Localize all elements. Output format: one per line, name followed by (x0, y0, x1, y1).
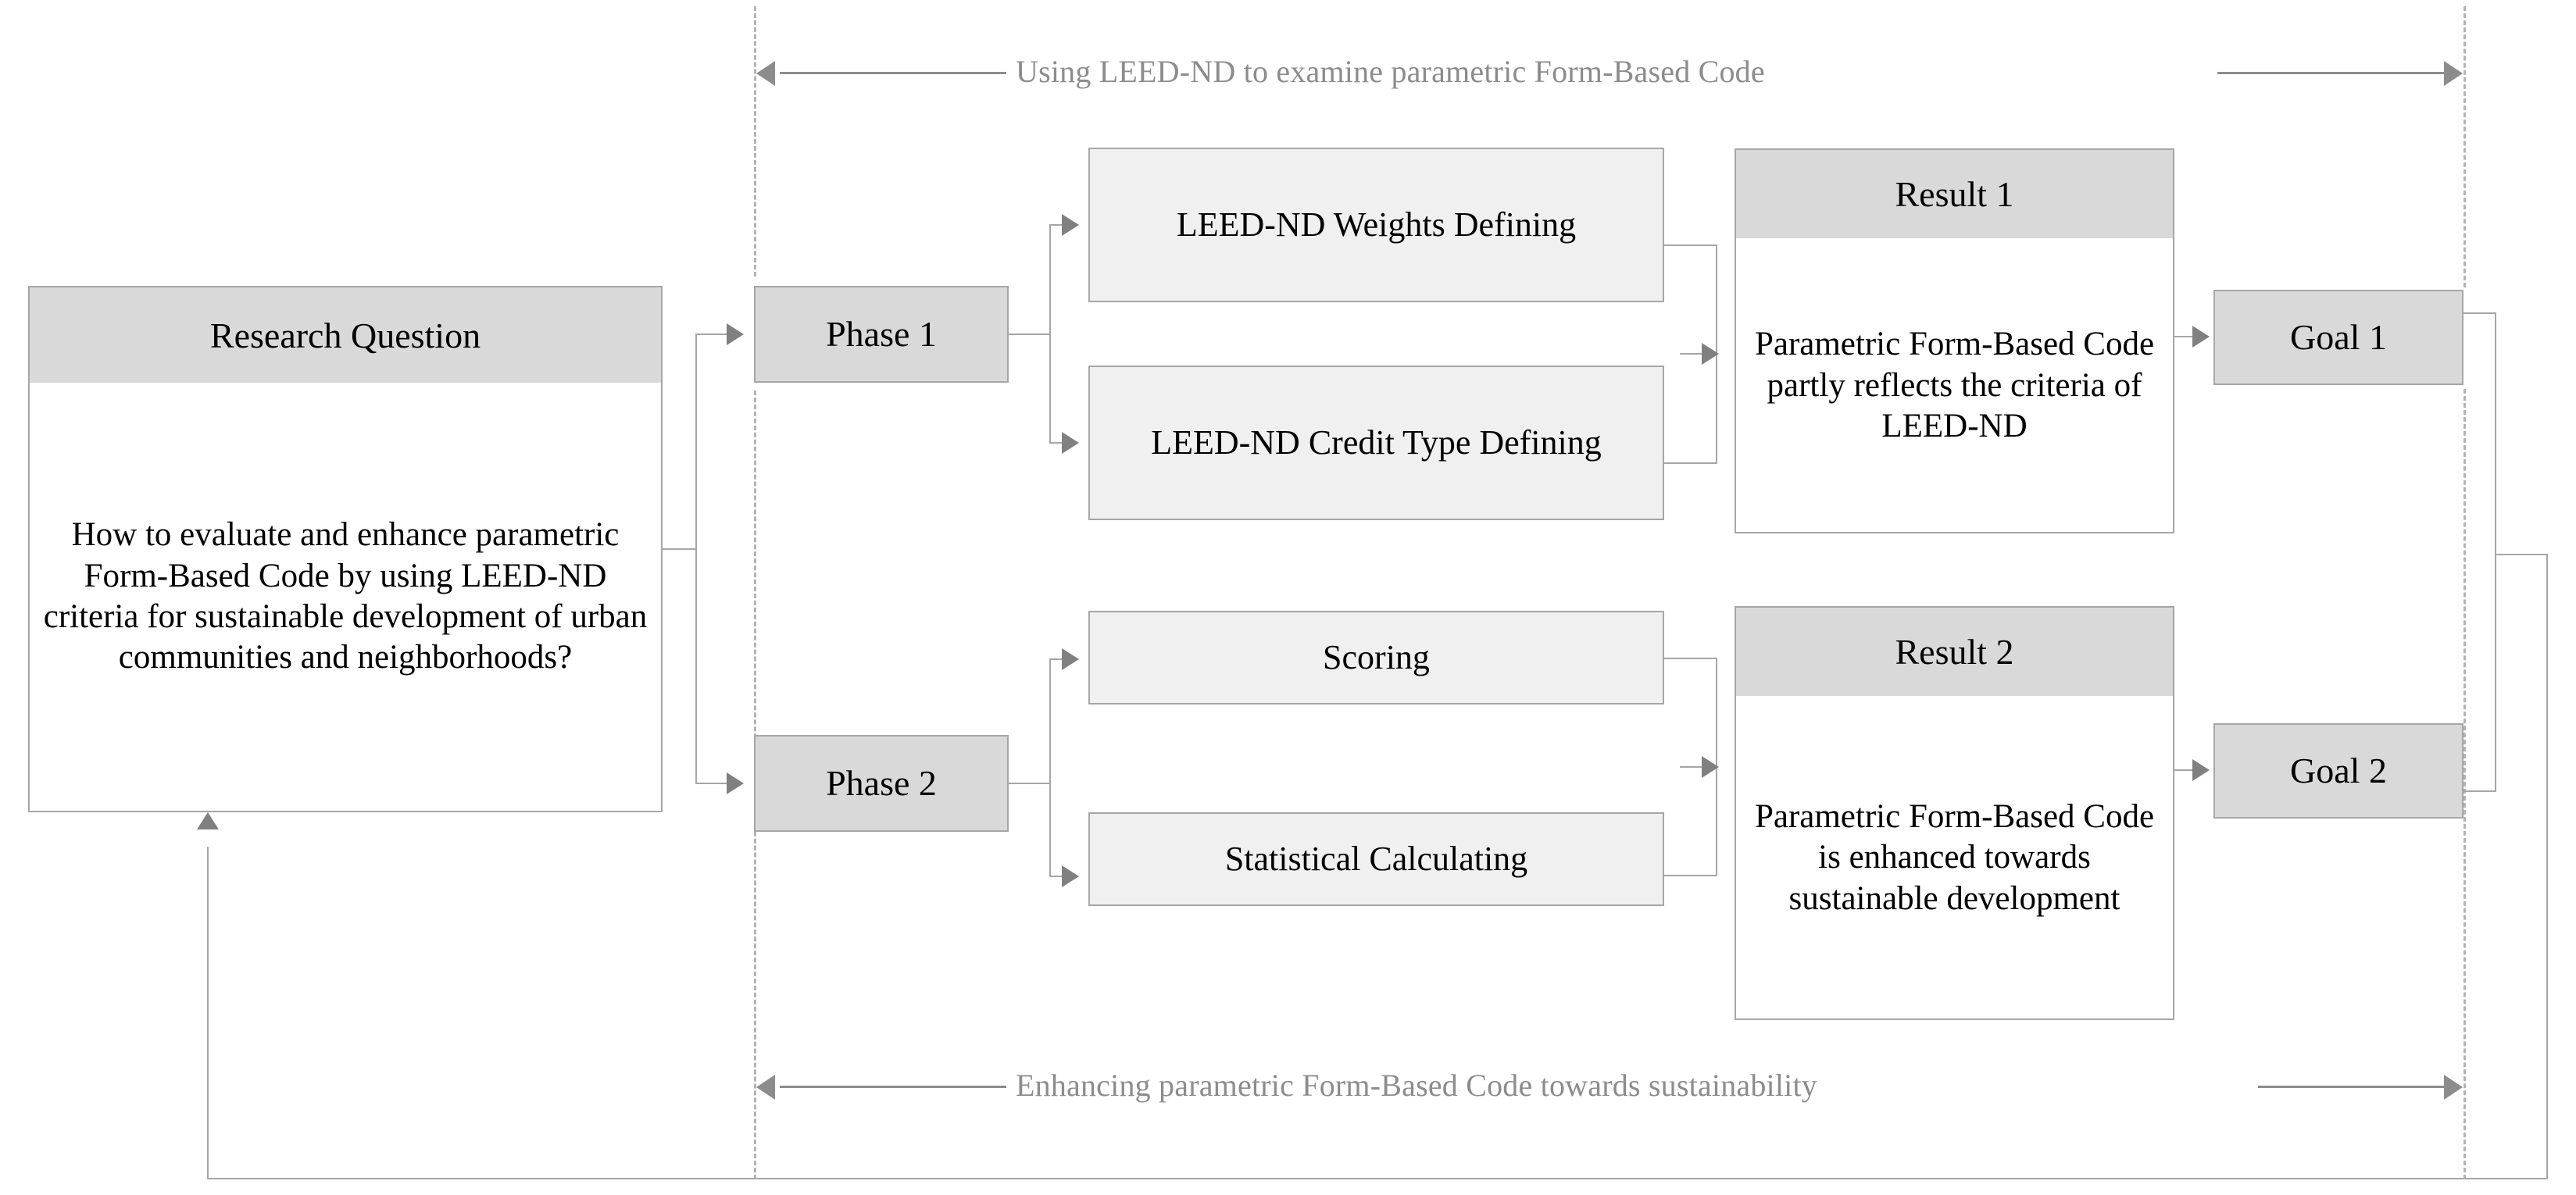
bottom-annotation-line-right (2258, 1086, 2444, 1088)
research-question-header: Research Question (30, 287, 661, 383)
top-annotation-arrow-right-icon (2444, 61, 2463, 86)
rq-out-line (661, 548, 697, 550)
merge-to-result2-arrow-icon (1702, 756, 1719, 778)
goals-merge-to-loop-line (2495, 554, 2548, 555)
phase1-out-line (1007, 334, 1051, 335)
phase1-branch-vertical (1049, 224, 1051, 444)
phase1-to-credit-arrow-icon (1062, 432, 1079, 454)
result1-to-goal1-line (2173, 336, 2196, 337)
feedback-loop-bottom-line (207, 1178, 2548, 1179)
merge-to-result1-arrow-icon (1702, 343, 1719, 365)
research-question-body: How to evaluate and enhance parametric F… (43, 516, 648, 676)
result-2-body: Parametric Form-Based Code is enhanced t… (1754, 797, 2155, 917)
goal2-loop-out-line (2462, 790, 2496, 792)
result-1-box: Result 1 Parametric Form-Based Code part… (1735, 148, 2174, 533)
phase2-out-line (1007, 783, 1051, 784)
phase2-to-scoring-line (1049, 658, 1063, 660)
goals-merge-vertical (2495, 312, 2496, 792)
bottom-annotation-label: Enhancing parametric Form-Based Code tow… (1016, 1068, 1817, 1103)
phase1-to-credit-line (1049, 442, 1063, 444)
result-1-header: Result 1 (1736, 150, 2173, 238)
result-2-header: Result 2 (1736, 608, 2173, 696)
result1-to-goal1-arrow-icon (2192, 326, 2210, 348)
research-question-box: Research Question How to evaluate and en… (28, 286, 663, 812)
feedback-loop-arrow-icon (197, 812, 219, 829)
phase-1-box: Phase 1 (754, 286, 1009, 383)
top-annotation-arrow-left-icon (756, 61, 775, 86)
task-leed-nd-weights-box: LEED-ND Weights Defining (1088, 148, 1664, 302)
result2-to-goal2-line (2173, 769, 2196, 771)
phase-2-box: Phase 2 (754, 735, 1009, 832)
feedback-loop-right-vertical (2546, 554, 2548, 1179)
dashed-guide-right-lower (2463, 389, 2466, 1179)
feedback-loop-left-vertical (207, 847, 209, 1179)
phase1-to-weights-line (1049, 224, 1063, 226)
phase2-to-scoring-arrow-icon (1062, 648, 1079, 670)
bottom-annotation-arrow-left-icon (756, 1075, 775, 1100)
phase2-to-statistical-arrow-icon (1062, 865, 1079, 887)
goal1-loop-out-line (2462, 312, 2496, 314)
task-statistical-calculating-box: Statistical Calculating (1088, 812, 1664, 906)
phase2-to-statistical-line (1049, 876, 1063, 877)
merge-to-result1-line (1680, 353, 1717, 355)
dashed-guide-right (2463, 6, 2466, 287)
task-leed-nd-credit-type-box: LEED-ND Credit Type Defining (1088, 366, 1664, 520)
credit-out-line (1663, 462, 1717, 464)
phase1-to-weights-arrow-icon (1062, 214, 1079, 236)
bottom-annotation-line-left (780, 1086, 1006, 1088)
statistical-out-line (1663, 875, 1717, 876)
rq-to-phase1-arrow-icon (727, 323, 744, 345)
top-annotation-label: Using LEED-ND to examine parametric Form… (1016, 54, 1765, 89)
merge-to-result2-line (1680, 766, 1717, 768)
weights-out-line (1663, 244, 1717, 246)
result2-to-goal2-arrow-icon (2192, 759, 2210, 781)
result-1-body: Parametric Form-Based Code partly reflec… (1754, 326, 2155, 445)
task-scoring-box: Scoring (1088, 611, 1664, 705)
result-2-box: Result 2 Parametric Form-Based Code is e… (1735, 606, 2174, 1020)
top-annotation-line-right (2217, 72, 2444, 74)
top-annotation-line-left (780, 72, 1006, 74)
scoring-out-line (1663, 658, 1717, 659)
dashed-guide-left (754, 6, 756, 276)
rq-branch-vertical (695, 334, 697, 784)
goal-1-box: Goal 1 (2213, 290, 2463, 385)
rq-to-phase2-arrow-icon (727, 772, 744, 794)
goal-2-box: Goal 2 (2213, 723, 2463, 819)
phase2-branch-vertical (1049, 658, 1051, 877)
rq-to-phase1-line (695, 334, 728, 335)
bottom-annotation-arrow-right-icon (2444, 1075, 2463, 1100)
rq-to-phase2-line (695, 783, 728, 784)
